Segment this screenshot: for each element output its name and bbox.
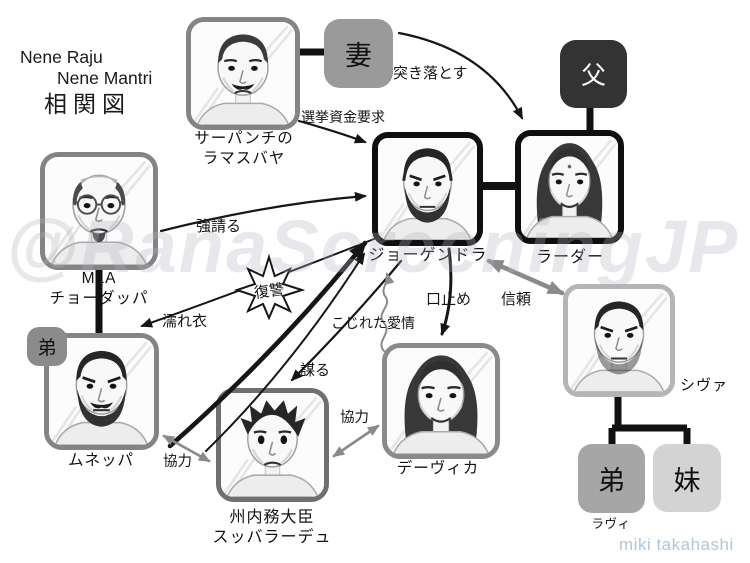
label-push: 突き落とす (393, 65, 468, 82)
label-shiva: シヴァ (680, 377, 729, 394)
portrait-devika (382, 343, 500, 459)
portrait-mla (40, 152, 158, 270)
label-subbaraidu: 州内務大臣 スッバラーデュ (212, 509, 332, 546)
brother-badge: 弟 (27, 327, 67, 366)
label-coop2: 協力 (340, 410, 369, 426)
wife-box: 妻 (324, 19, 393, 88)
label-trust: 信頼 (501, 291, 532, 308)
revenge-burst (233, 253, 306, 321)
artist-credit: miki takahashi (619, 535, 734, 554)
revenge-burst-label: 復讐 (253, 281, 285, 302)
label-hush: 口止め (426, 291, 472, 308)
label-jogendra: ジョーゲンドラ (368, 247, 488, 264)
brother-box: 弟 (578, 444, 645, 513)
label-ravi: ラヴィ (591, 517, 631, 531)
page-title: Nene Raju Nene Mantri 相関図 (18, 47, 152, 119)
portrait-jogendra (372, 132, 483, 246)
portrait-radha (515, 130, 624, 244)
label-funds: 選挙資金要求 (301, 109, 385, 125)
label-muneppa: ムネッパ (67, 452, 134, 469)
label-sarpanch: サーパンチの ラマスバヤ (194, 130, 294, 167)
label-frame: 濡れ衣 (162, 313, 208, 330)
portrait-sarpanch (186, 17, 300, 130)
title-line3: 相関図 (44, 91, 131, 117)
portrait-subbaraidu (216, 388, 329, 502)
father-box: 父 (560, 40, 627, 108)
sister-box: 妹 (653, 444, 721, 512)
label-devika: デーヴィカ (396, 460, 480, 477)
label-plot: 謀る (300, 362, 331, 379)
label-mla: MLA チョーダッパ (49, 270, 149, 307)
label-love: こじれた愛情 (331, 315, 415, 331)
title-line2: Nene Mantri (57, 68, 153, 88)
label-extort: 強請る (196, 218, 242, 235)
arrow-extort (159, 191, 367, 233)
portrait-shiva (563, 284, 675, 397)
title-line1: Nene Raju (20, 47, 103, 67)
label-radha: ラーダー (535, 249, 604, 266)
arrow-coop-devika (332, 424, 380, 458)
portrait-muneppa (44, 333, 159, 450)
label-coop1: 協力 (163, 454, 192, 470)
connector-shiva-siblings (608, 395, 691, 446)
